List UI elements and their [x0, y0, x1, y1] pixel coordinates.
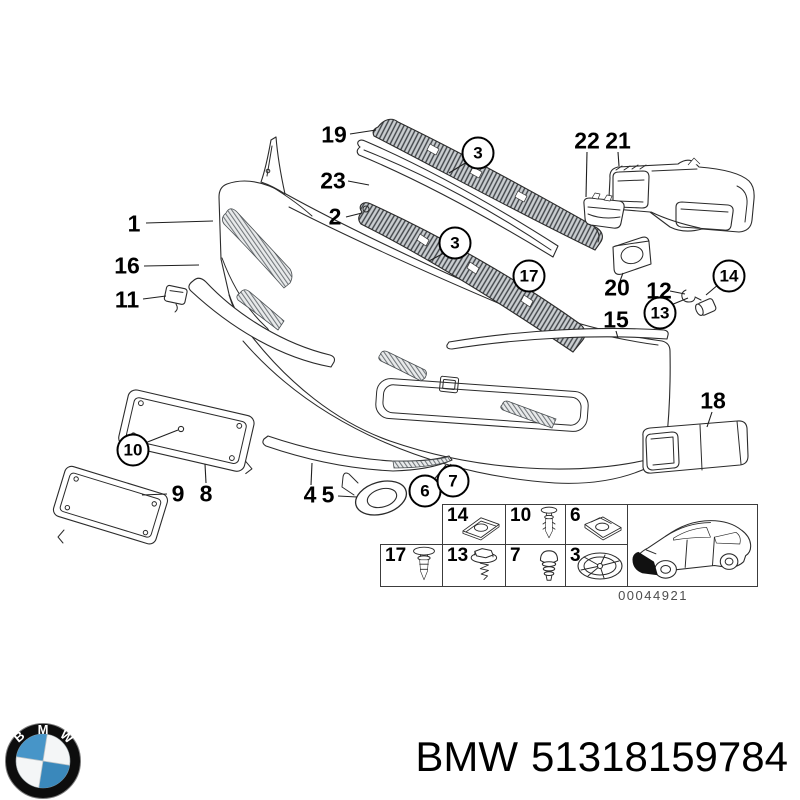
- callout-20: 20: [604, 274, 630, 301]
- brand-name: BMW: [415, 733, 519, 780]
- car-location-icon: [632, 520, 752, 579]
- callout-8: 8: [199, 480, 213, 507]
- legend-cell-7: 7: [505, 544, 566, 587]
- part-plate-filler-9: [52, 465, 169, 545]
- legend-cell-17: 17: [380, 544, 443, 587]
- callout-19: 19: [321, 121, 347, 148]
- callout-11: 11: [114, 286, 140, 313]
- part-bracket-22: [583, 192, 625, 229]
- part-sensor: [681, 289, 717, 316]
- callout-10-circled: 10: [116, 433, 150, 467]
- legend-num-17: 17: [385, 545, 407, 566]
- callout-5: 5: [321, 481, 335, 508]
- part-foglight: [612, 236, 652, 275]
- callout-16: 16: [114, 252, 140, 279]
- part-air-duct: [608, 157, 755, 233]
- logo-letter-m: M: [38, 722, 49, 737]
- clip-nut-icon: [584, 516, 622, 541]
- legend-num-13: 13: [447, 545, 469, 566]
- expanding-rivet-icon: [413, 546, 435, 581]
- part-spoiler-strip: [262, 435, 453, 472]
- legend-num-6: 6: [570, 505, 581, 526]
- spread-nut-icon: [577, 552, 623, 580]
- expanding-rivet-icon: [540, 506, 558, 539]
- logo-quadrants: [16, 734, 70, 788]
- diagram-number: 00044921: [618, 588, 688, 603]
- callout-9: 9: [171, 480, 185, 507]
- legend-cell-14: 14: [442, 504, 506, 545]
- callout-12: 12: [646, 277, 672, 304]
- highlighted-bumper: [632, 551, 658, 576]
- clip-nut-icon: [462, 517, 500, 541]
- part-towing-eye-cap: [163, 284, 188, 313]
- callout-15: 15: [603, 306, 629, 333]
- grommet-icon: [539, 550, 559, 581]
- callout-4: 4: [303, 481, 317, 508]
- legend-cell-3: 3: [565, 544, 628, 587]
- callout-14-circled: 14: [712, 259, 746, 293]
- legend-num-14: 14: [447, 505, 469, 526]
- part-bumper-cover: [218, 136, 671, 484]
- screw-icon: [470, 548, 498, 580]
- bmw-logo: B M W: [5, 722, 81, 799]
- legend-cell-10: 10: [505, 504, 566, 545]
- legend-num-3: 3: [570, 545, 581, 566]
- footer-part-line: BMW 51318159784: [415, 736, 788, 778]
- callout-22: 22: [574, 127, 600, 154]
- legend-num-7: 7: [510, 545, 521, 566]
- callout-3-circled-a: 3: [461, 136, 495, 170]
- callout-21: 21: [605, 127, 631, 154]
- callout-3-circled-b: 3: [438, 226, 472, 260]
- part-plate-filler-8: [118, 389, 255, 475]
- callout-2: 2: [328, 203, 342, 230]
- callout-1: 1: [127, 210, 141, 237]
- legend-cell-6: 6: [565, 504, 628, 545]
- legend-cell-13: 13: [442, 544, 506, 587]
- callout-13-circled: 13: [643, 296, 677, 330]
- callout-18: 18: [700, 387, 726, 414]
- part-foglight-ring: [341, 472, 408, 516]
- legend-car-cell: [627, 504, 758, 587]
- part-arch-trim: [188, 277, 336, 368]
- part-brake-duct: [642, 420, 749, 474]
- callout-7-circled: 7: [436, 464, 470, 498]
- part-upper-grille: [372, 118, 603, 251]
- callout-17-circled: 17: [512, 259, 546, 293]
- legend-num-10: 10: [510, 505, 532, 526]
- part-rub-strip: [446, 327, 669, 350]
- part-trim-strip-23: [356, 139, 559, 258]
- callout-23: 23: [320, 167, 346, 194]
- part-number: 51318159784: [531, 733, 788, 780]
